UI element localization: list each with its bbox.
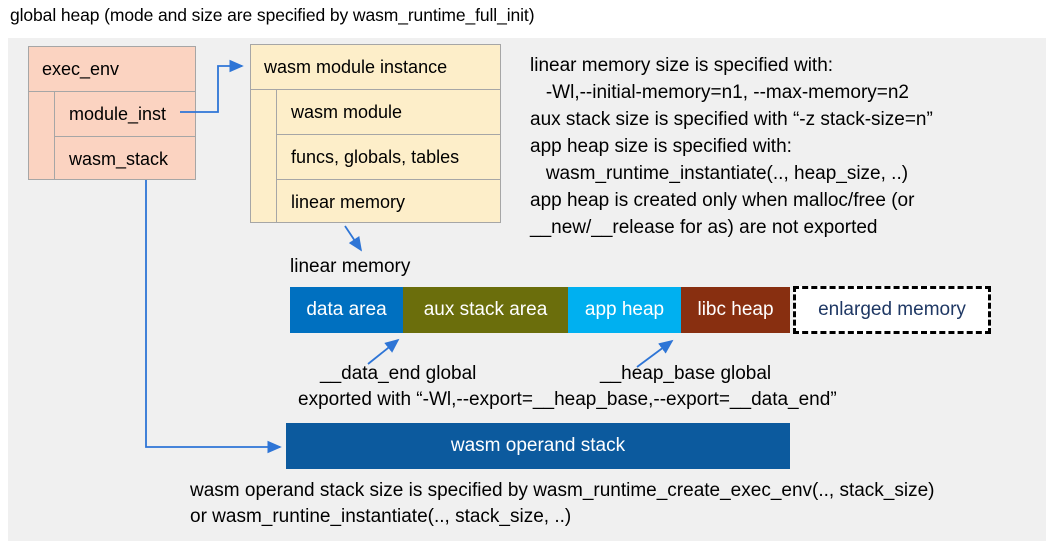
segment-libc-heap: libc heap bbox=[681, 287, 790, 333]
wasm-operand-stack-bar: wasm operand stack bbox=[286, 423, 790, 469]
heap-base-global-label: __heap_base global bbox=[600, 363, 772, 384]
data-end-global-label: __data_end global bbox=[320, 363, 477, 384]
note-line: app heap is created only when malloc/fre… bbox=[530, 190, 915, 211]
note-line: aux stack size is specified with “-z sta… bbox=[530, 109, 933, 130]
note-line: app heap size is specified with: bbox=[530, 136, 792, 157]
note-line: linear memory size is specified with: bbox=[530, 55, 834, 76]
segment-enlarged-memory: enlarged memory bbox=[793, 286, 991, 334]
linear-memory-label: linear memory bbox=[290, 256, 411, 277]
exec-env-row-wasm-stack: wasm_stack bbox=[69, 148, 169, 169]
module-instance-header: wasm module instance bbox=[251, 45, 500, 90]
exec-env-box: exec_env module_inst wasm_stack bbox=[28, 46, 196, 180]
segment-data-area: data area bbox=[290, 287, 403, 333]
note-line: or wasm_runtine_instantiate(.., stack_si… bbox=[190, 506, 572, 527]
note-line: -Wl,--initial-memory=n1, --max-memory=n2 bbox=[530, 82, 909, 103]
module-instance-row-wasm-module: wasm module bbox=[277, 90, 500, 135]
exec-env-row-module-inst: module_inst bbox=[55, 92, 195, 137]
module-instance-row-funcs-globals-tables: funcs, globals, tables bbox=[277, 135, 500, 180]
operand-stack-notes: wasm operand stack size is specified by … bbox=[190, 478, 935, 530]
exec-env-rows: module_inst wasm_stack bbox=[54, 92, 195, 179]
module-instance-row-linear-memory: linear memory bbox=[291, 191, 406, 212]
segment-app-heap: app heap bbox=[568, 287, 681, 333]
exec-env-header: exec_env bbox=[29, 47, 195, 92]
size-notes: linear memory size is specified with: -W… bbox=[530, 52, 933, 241]
segment-aux-stack-area: aux stack area bbox=[403, 287, 568, 333]
note-line: wasm operand stack size is specified by … bbox=[190, 480, 935, 501]
note-line: wasm_runtime_instantiate(.., heap_size, … bbox=[530, 163, 909, 184]
note-line: __new/__release for as) are not exported bbox=[530, 217, 878, 238]
module-instance-rows: wasm module funcs, globals, tables linea… bbox=[276, 90, 500, 222]
exported-note: exported with “-Wl,--export=__heap_base,… bbox=[298, 389, 837, 410]
diagram-title: global heap (mode and size are specified… bbox=[10, 5, 535, 25]
module-instance-box: wasm module instance wasm module funcs, … bbox=[250, 44, 501, 223]
